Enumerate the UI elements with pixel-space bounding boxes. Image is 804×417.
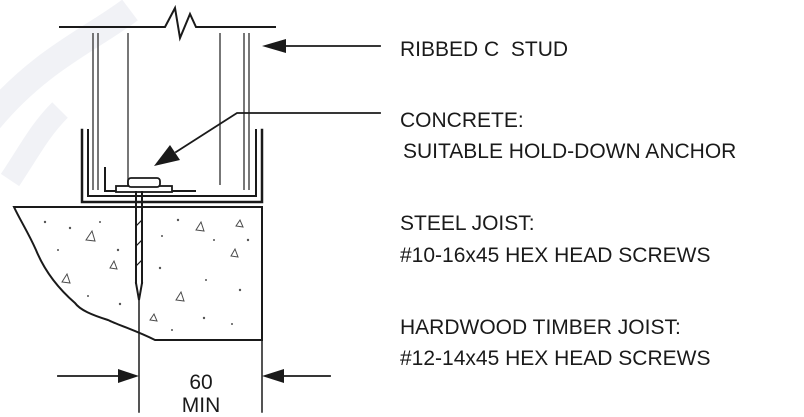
anchor-leader (154, 112, 381, 166)
bottom-track (80, 128, 264, 204)
stud-leader (262, 39, 381, 53)
callout-concrete-detail: SUITABLE HOLD-DOWN ANCHOR (403, 140, 736, 163)
callout-timber-title: HARDWOOD TIMBER JOIST: (400, 316, 681, 339)
concrete-aggregate (43, 218, 250, 331)
watermark (0, 0, 138, 187)
anchor-head (115, 177, 173, 193)
callout-stud: RIBBED C STUD (400, 38, 568, 61)
stud-break-line (59, 4, 276, 42)
dimension-value: 60 (189, 371, 212, 394)
dimension-min-note: MIN (182, 394, 221, 417)
dimension-60-min: 60 MIN (57, 299, 331, 417)
callout-concrete-title: CONCRETE: (400, 109, 524, 132)
concrete-slab (12, 206, 263, 341)
anchor-shank (134, 191, 144, 301)
callout-timber-detail: #12-14x45 HEX HEAD SCREWS (400, 347, 710, 370)
callouts: RIBBED C STUD CONCRETE: SUITABLE HOLD-DO… (400, 38, 736, 370)
callout-steel-detail: #10-16x45 HEX HEAD SCREWS (400, 244, 710, 267)
ribbed-c-stud (92, 33, 250, 190)
callout-steel-title: STEEL JOIST: (400, 212, 535, 235)
